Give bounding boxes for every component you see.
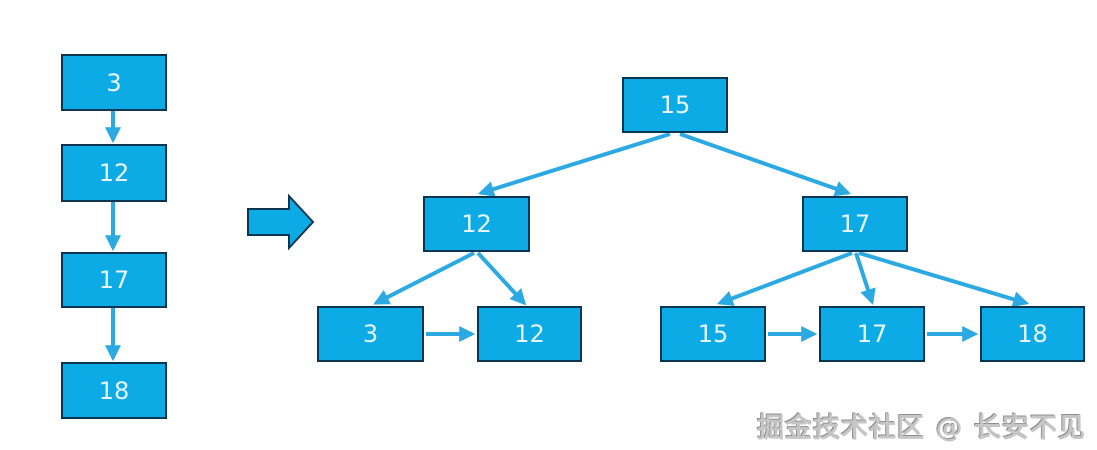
list-node-18: 18 xyxy=(61,362,167,419)
tree-leaf-17: 17 xyxy=(819,306,925,362)
edge-tree-17-15 xyxy=(717,251,853,306)
edge-tree-15-12 xyxy=(477,132,671,197)
watermark: 掘金技术社区 @ 长安不见 xyxy=(757,413,1086,444)
tree-leaf-15: 15 xyxy=(660,306,766,362)
edge-tree-17-17 xyxy=(854,252,876,306)
tree-leaf-18: 18 xyxy=(980,306,1085,362)
tree-node-17: 17 xyxy=(802,196,908,252)
list-node-12: 12 xyxy=(61,144,167,202)
tree-leaf-3: 3 xyxy=(317,306,424,362)
list-node-17: 17 xyxy=(61,252,167,308)
transform-right-arrow-icon xyxy=(247,193,315,251)
edge-tree-15-17 xyxy=(679,132,852,197)
edge-tree-17-18 xyxy=(858,251,1030,307)
edge-tree-12-3 xyxy=(373,251,475,305)
tree-root-15: 15 xyxy=(622,77,728,133)
tree-node-12: 12 xyxy=(423,196,530,252)
tree-leaf-12: 12 xyxy=(477,306,582,362)
list-node-3: 3 xyxy=(61,54,167,111)
edge-tree-12-12 xyxy=(476,251,527,306)
